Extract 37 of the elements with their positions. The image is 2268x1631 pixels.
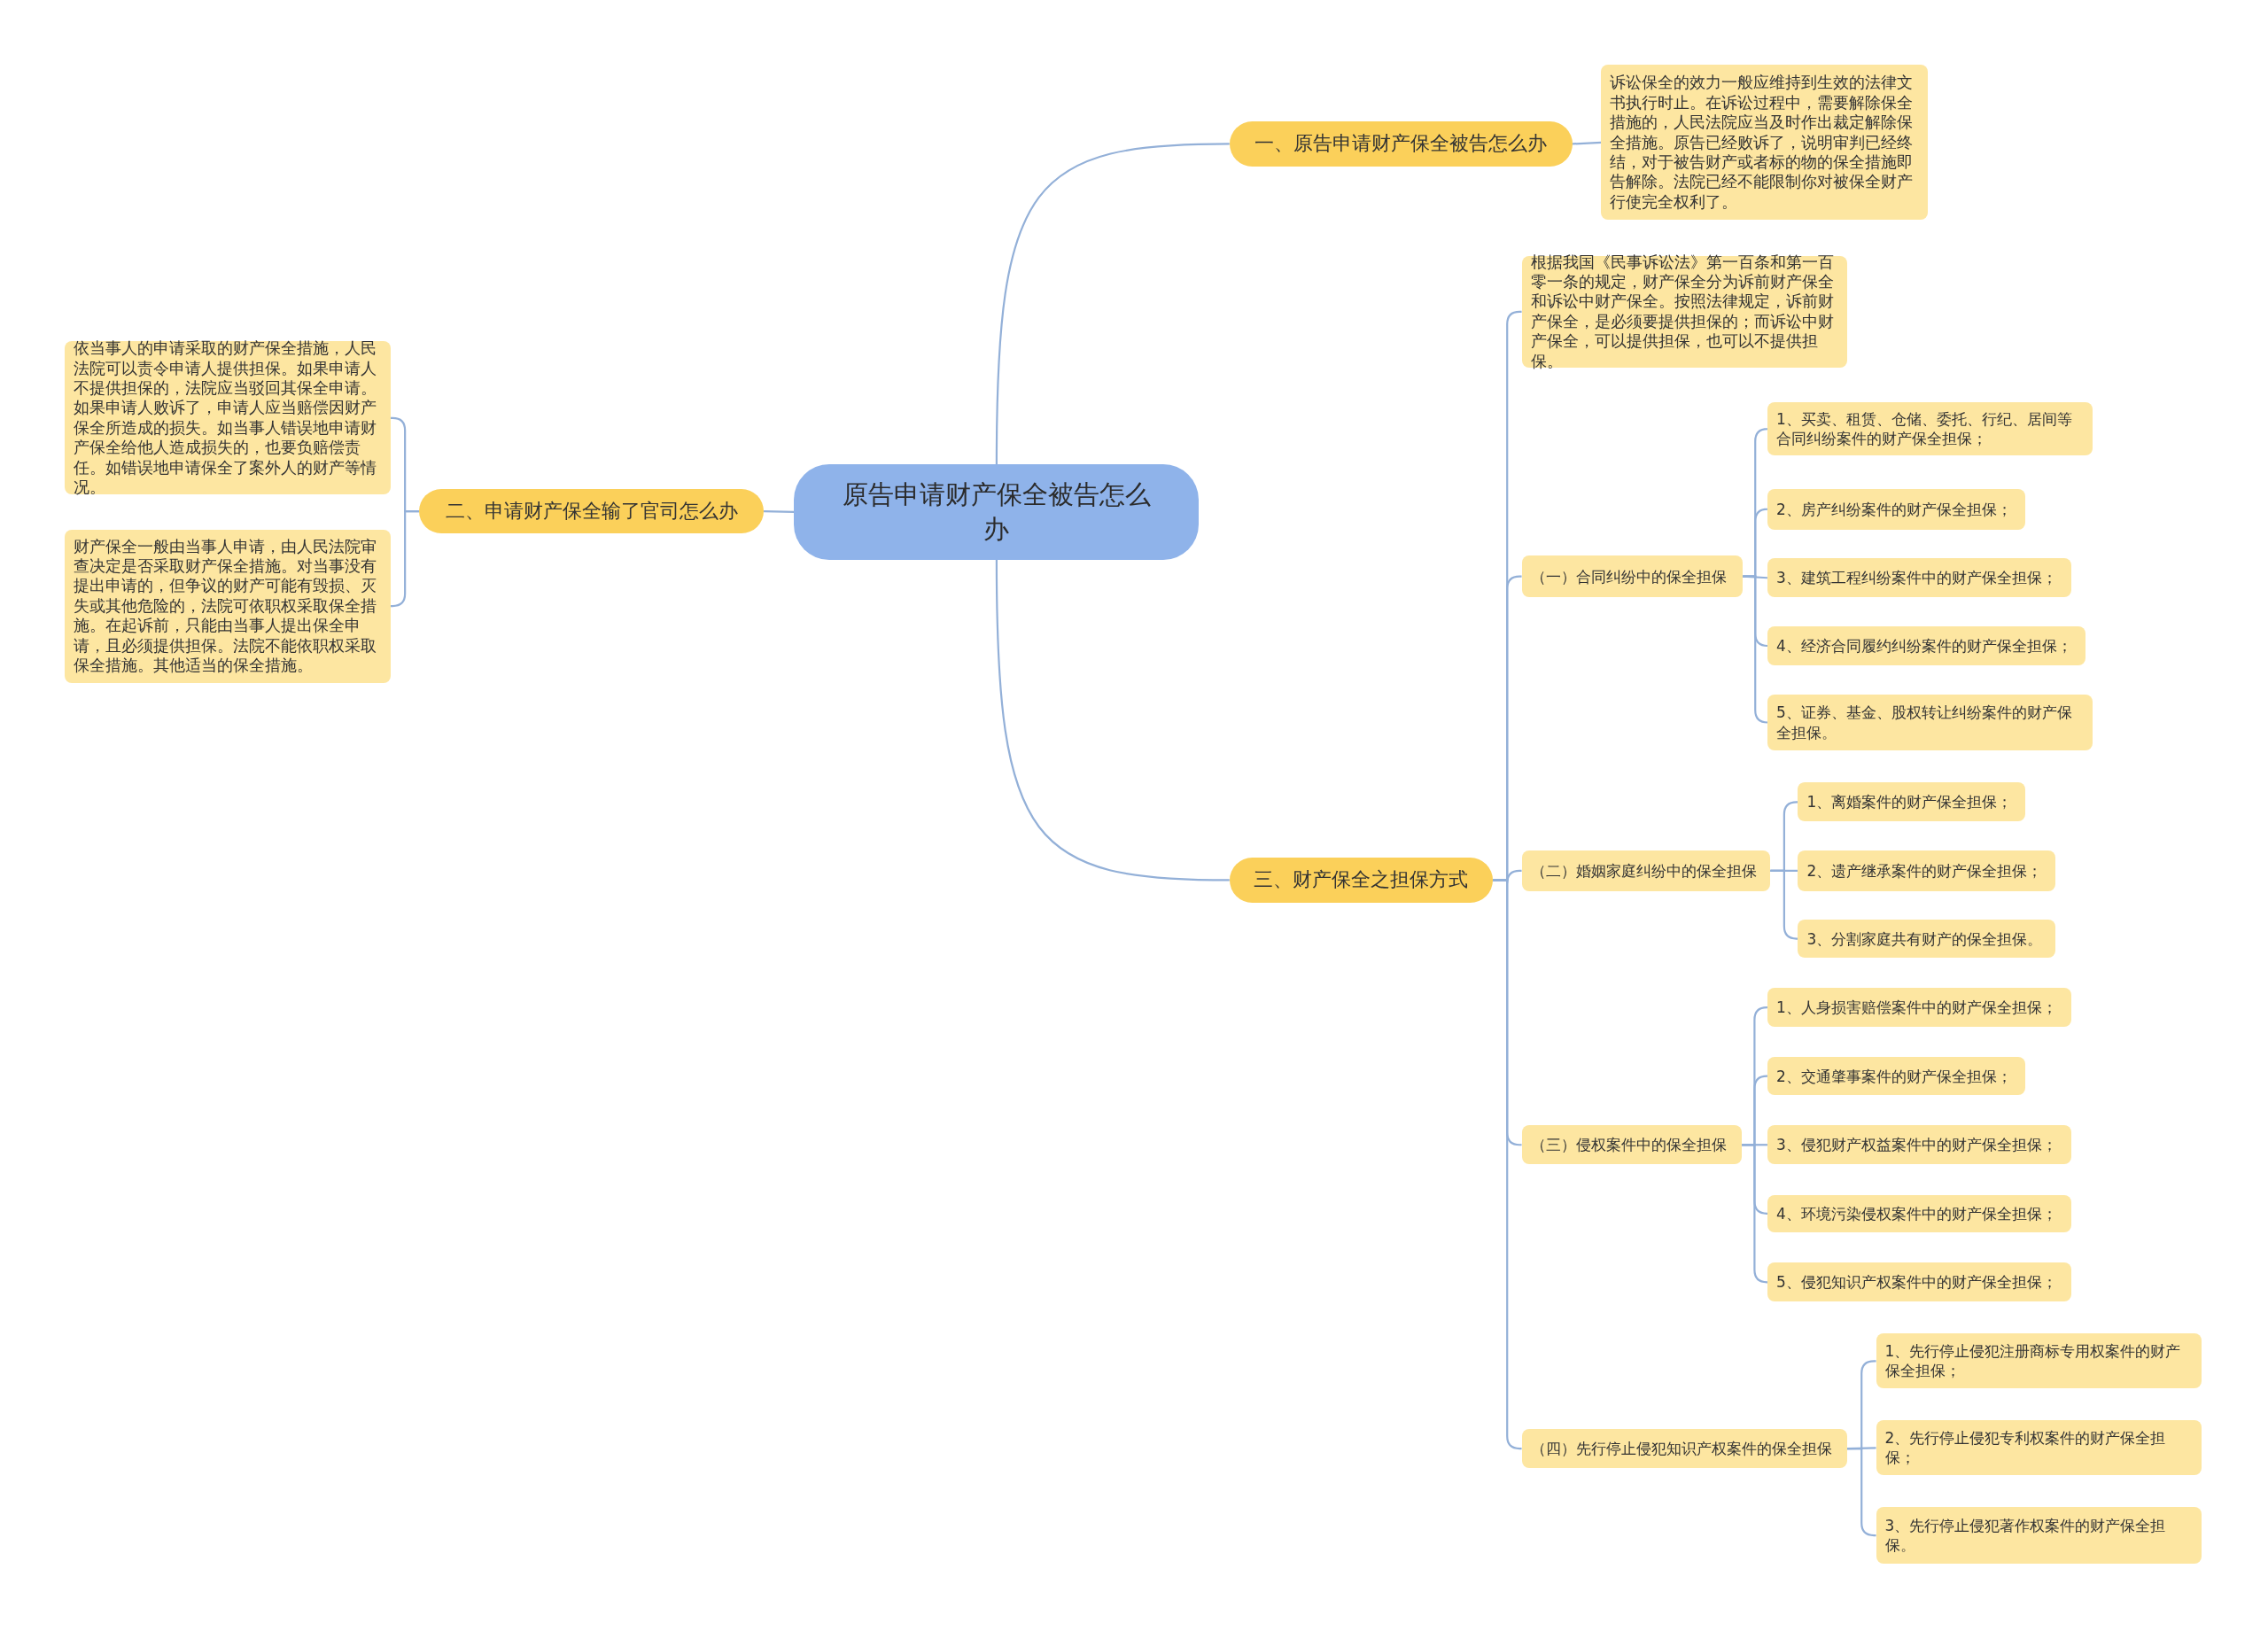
branch-topic: 三、财产保全之担保方式 [1229, 858, 1493, 903]
branch-topic: 一、原告申请财产保全被告怎么办 [1229, 121, 1573, 167]
subtopic-box: 5、证券、基金、股权转让纠纷案件的财产保全担保。 [1767, 694, 2093, 751]
note-box: 诉讼保全的效力一般应维持到生效的法律文书执行时止。在诉讼过程中，需要解除保全措施的，人民法院应当及时作出裁定解除保全措施。原告已经败诉了，说明审判已经终结，对于被告财产或者标的物的保全措施即告解除。法院已经不能限制你对被保全财产行使完全权利了。 [1601, 65, 1929, 221]
subtopic-box: 3、分割家庭共有财产的保全担保。 [1798, 920, 2055, 958]
subtopic-box: （一）合同纠纷中的保全担保 [1521, 555, 1744, 598]
subtopic-box: 4、环境污染侵权案件中的财产保全担保； [1767, 1194, 2071, 1232]
connector-line [995, 143, 1230, 465]
subtopic-box: 2、先行停止侵犯专利权案件的财产保全担保； [1876, 1420, 2202, 1476]
subtopic-box: 3、建筑工程纠纷案件中的财产保全担保； [1767, 558, 2071, 598]
subtopic-box: 2、房产纠纷案件的财产保全担保； [1767, 488, 2025, 530]
connector-line [390, 510, 420, 608]
note-box: 根据我国《民事诉讼法》第一百条和第一百零一条的规定，财产保全分为诉前财产保全和诉讼中财产保全。按照法律规定，诉前财产保全，是必须要提供担保的；而诉讼中财产保全，可以提供担保，也可以不提供担保。 [1521, 255, 1847, 368]
subtopic-box: 3、侵犯财产权益案件中的财产保全担保； [1767, 1125, 2071, 1165]
central-topic: 原告申请财产保全被告怎么办 [794, 464, 1200, 560]
connector-line [995, 559, 1230, 882]
subtopic-box: 3、先行停止侵犯著作权案件的财产保全担保。 [1876, 1507, 2202, 1564]
subtopic-box: 1、人身损害赔偿案件中的财产保全担保； [1767, 988, 2071, 1028]
subtopic-box: 1、离婚案件的财产保全担保； [1798, 782, 2025, 822]
branch-topic: 二、申请财产保全输了官司怎么办 [419, 488, 765, 534]
subtopic-box: （二）婚姻家庭纠纷中的保全担保 [1521, 850, 1771, 891]
subtopic-box: 2、交通肇事案件的财产保全担保； [1767, 1057, 2025, 1095]
subtopic-box: 1、先行停止侵犯注册商标专用权案件的财产保全担保； [1876, 1333, 2202, 1389]
connector-line [1743, 575, 1769, 724]
connector-line [1572, 141, 1602, 145]
note-box: 依当事人的申请采取的财产保全措施，人民法院可以责令申请人提供担保。如果申请人不提供担保的，法院应当驳回其保全申请。如果申请人败诉了，申请人应当赔偿因财产保全所造成的损失。如当事人错误地申请财产保全给他人造成损失的，也要负赔偿责任。如错误地申请保全了案外人的财产等情况。 [65, 341, 391, 495]
connector-line [1770, 869, 1798, 940]
connector-line [1741, 1144, 1768, 1284]
subtopic-box: 2、遗产继承案件的财产保全担保； [1798, 850, 2055, 891]
connector-line [1846, 1448, 1876, 1537]
subtopic-box: 5、侵犯知识产权案件中的财产保全担保； [1767, 1262, 2071, 1302]
note-box: 财产保全一般由当事人申请，由人民法院审查决定是否采取财产保全措施。对当事没有提出申请的，但争议的财产可能有毁损、灭失或其他危险的，法院可依职权采取保全措施。在起诉前，只能由当事人提出保全申请，且必须提供担保。法院不能依职权采取保全措施。其他适当的保全措施。 [65, 529, 391, 683]
subtopic-box: （四）先行停止侵犯知识产权案件的保全担保 [1521, 1429, 1847, 1469]
subtopic-box: （三）侵权案件中的保全担保 [1521, 1125, 1742, 1165]
subtopic-box: 4、经济合同履约纠纷案件的财产保全担保； [1767, 625, 2086, 665]
connector-line [764, 510, 795, 514]
subtopic-box: 1、买卖、租赁、仓储、委托、行纪、居间等合同纠纷案件的财产保全担保； [1767, 401, 2093, 456]
